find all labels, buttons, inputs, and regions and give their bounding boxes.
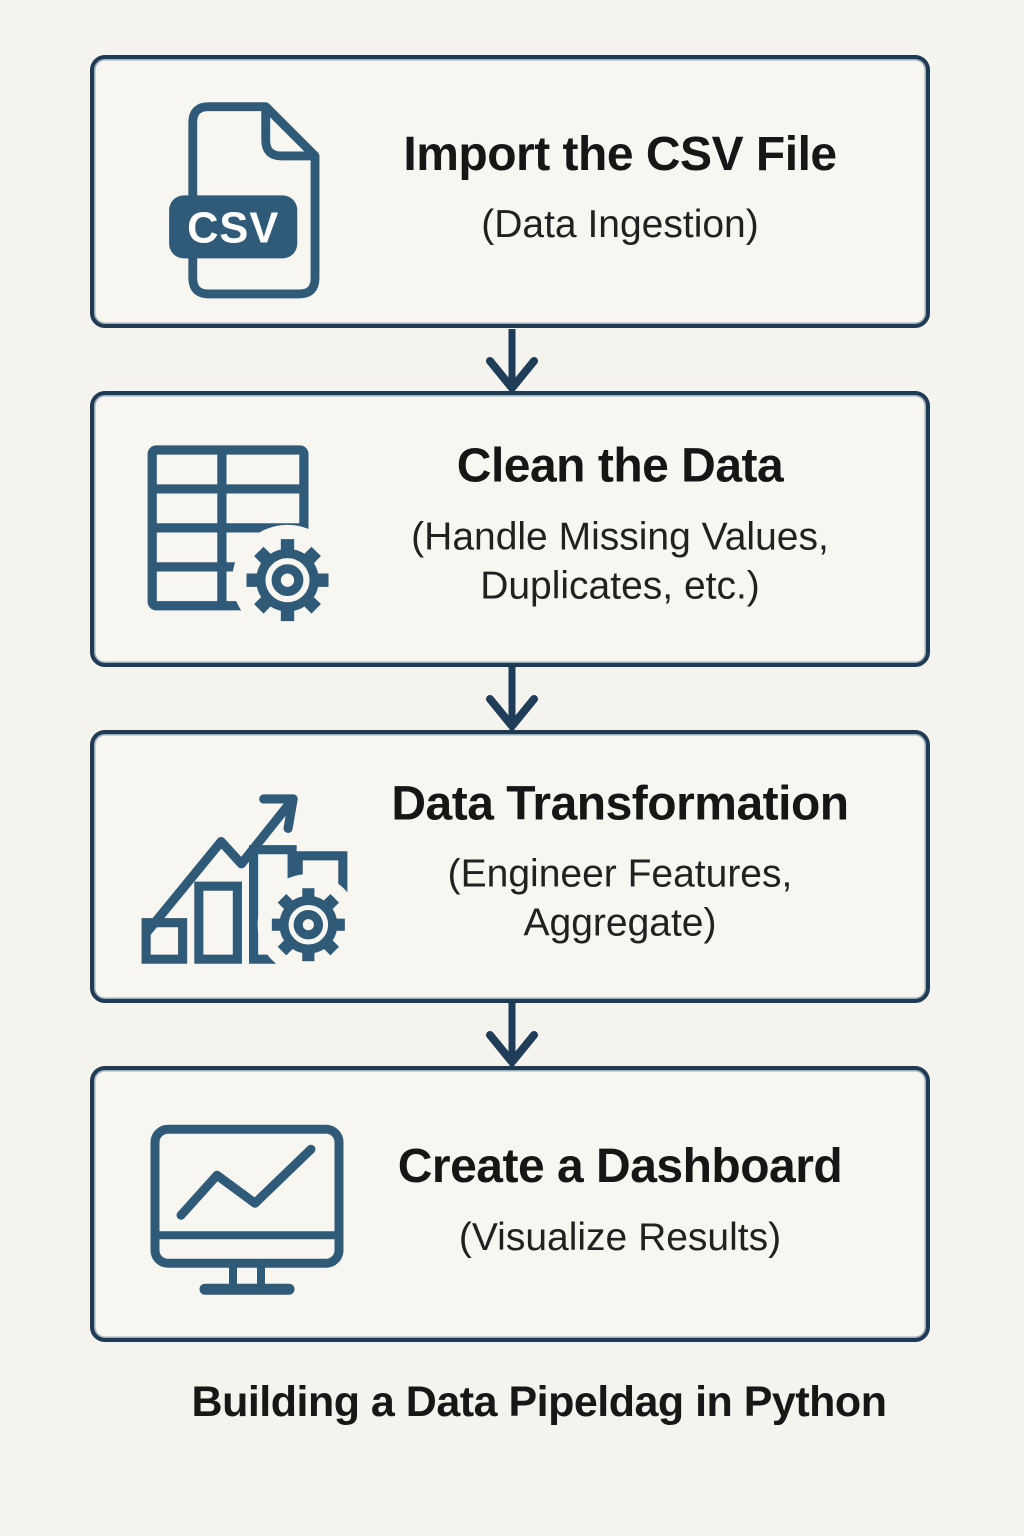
step-title: Create a Dashboard <box>397 1139 843 1193</box>
arrow-down-icon <box>477 667 547 730</box>
arrow-down-icon <box>477 1003 547 1066</box>
arrow-down-icon <box>477 329 547 392</box>
table-gear-icon <box>134 442 359 632</box>
csv-file-icon: CSV <box>134 96 359 303</box>
step-title: Clean the Data <box>456 439 784 493</box>
step-title: Data Transformation <box>391 776 849 830</box>
step-box-data-transformation: Data Transformation (Engineer Features, … <box>90 730 930 1003</box>
step-subtitle: (Visualize Results) <box>458 1215 782 1259</box>
step-subtitle: (Engineer Features, Aggregate) <box>447 852 793 945</box>
step-box-import-csv: CSV Import the CSV File (Data Ingestion) <box>90 55 930 328</box>
step-subtitle: (Handle Missing Values, Duplicates, etc.… <box>411 515 829 607</box>
monitor-chart-icon <box>134 1121 359 1301</box>
chart-growth-gear-icon <box>134 780 359 969</box>
footer-caption: Building a Data Pipeldag in Python <box>191 1378 887 1426</box>
step-box-clean-data: Clean the Data (Handle Missing Values, D… <box>90 391 930 667</box>
step-box-create-dashboard: Create a Dashboard (Visualize Results) <box>90 1066 930 1342</box>
step-subtitle: (Data Ingestion) <box>481 203 759 247</box>
csv-badge-label: CSV <box>187 204 279 252</box>
step-title: Import the CSV File <box>403 127 837 181</box>
